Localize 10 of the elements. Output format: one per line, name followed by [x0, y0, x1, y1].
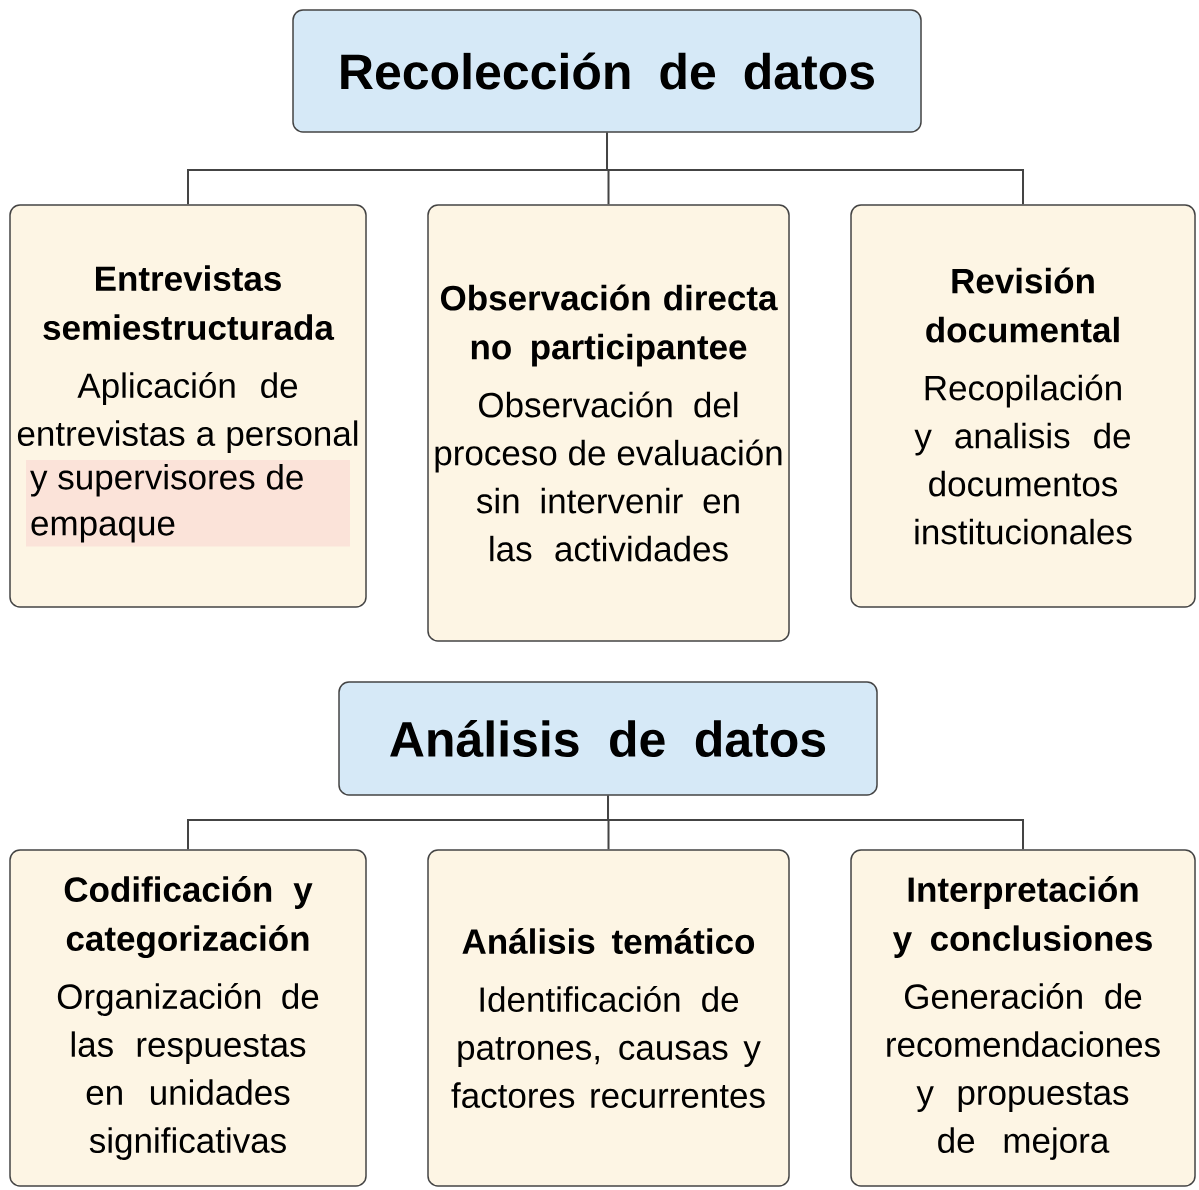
process-box: Codificación y categorización Organización de las respuestas en unidades significativas: [9, 849, 367, 1187]
connector-line: [607, 794, 1024, 851]
heading-box: Análisis de datos: [338, 681, 878, 796]
process-box: Observación directa no participantee Observación del proceso de evaluación sin intervenir en las actividades: [427, 204, 790, 642]
process-box: Interpretación y conclusiones Generación de recomendaciones y propuestas de mejora: [850, 849, 1196, 1187]
connector-line: [606, 131, 1024, 206]
process-box: Análisis temático Identificación de patrones, causas y factores recurrentes: [427, 849, 790, 1187]
heading-box: Recolección de datos: [292, 9, 922, 133]
process-box: Entrevistas semiestructurada Aplicación de entrevistas a personal y supervisores de empaque: [9, 204, 367, 608]
process-box: Revisión documental Recopilación y analisis de documentos institucionales: [850, 204, 1196, 608]
